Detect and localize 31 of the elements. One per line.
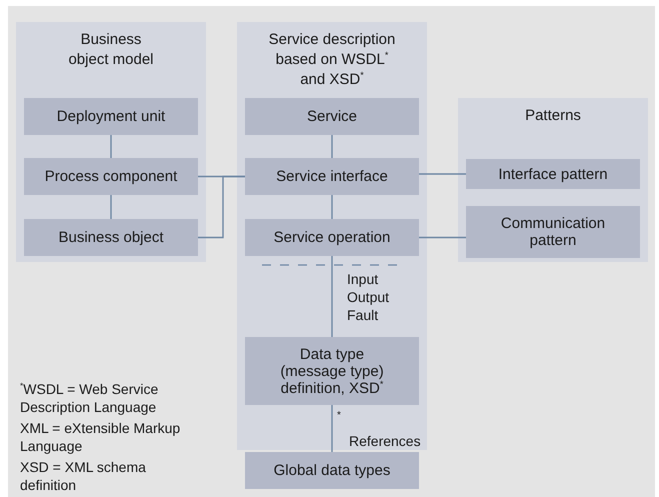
group-title: Business object model [67,30,155,70]
footnote: XSD = XML schema definition [20,458,147,494]
process-box: Service interface [245,158,419,195]
group-title: Patterns [524,106,582,126]
connector-line [198,176,245,238]
group-panel [237,22,427,450]
footnote: XML = eXtensible Markup Language [20,419,182,455]
edge-label: Input Output Fault [347,270,390,324]
process-box: Process component [24,158,198,195]
connector-line [331,135,333,158]
group-title: Service description based on WSDL$^{*}$ and XSD$^{*}$ [268,30,396,90]
connector-line [419,236,466,238]
connector-line [331,256,333,337]
edge-label: References [349,432,422,450]
process-box: Business object [24,219,198,256]
connector-line [331,195,333,219]
group-panel [458,98,648,262]
process-box: Service [245,98,419,135]
connector-line [110,135,112,158]
group-panel [16,22,206,262]
process-box: Global data types [245,452,419,489]
process-box: Deployment unit [24,98,198,135]
footnote: $^{*}$WSDL = Web Service Description Language [20,380,160,416]
process-box: Data type (message type) definition, XSD$^{*}$ [245,337,419,405]
process-box: Service operation [245,219,419,256]
process-box: Interface pattern [466,159,640,189]
connector-line [419,173,466,175]
connector-line [110,195,112,219]
process-box: Communication pattern [466,206,640,258]
end-mark: * [337,409,342,423]
connector-line [331,405,333,452]
